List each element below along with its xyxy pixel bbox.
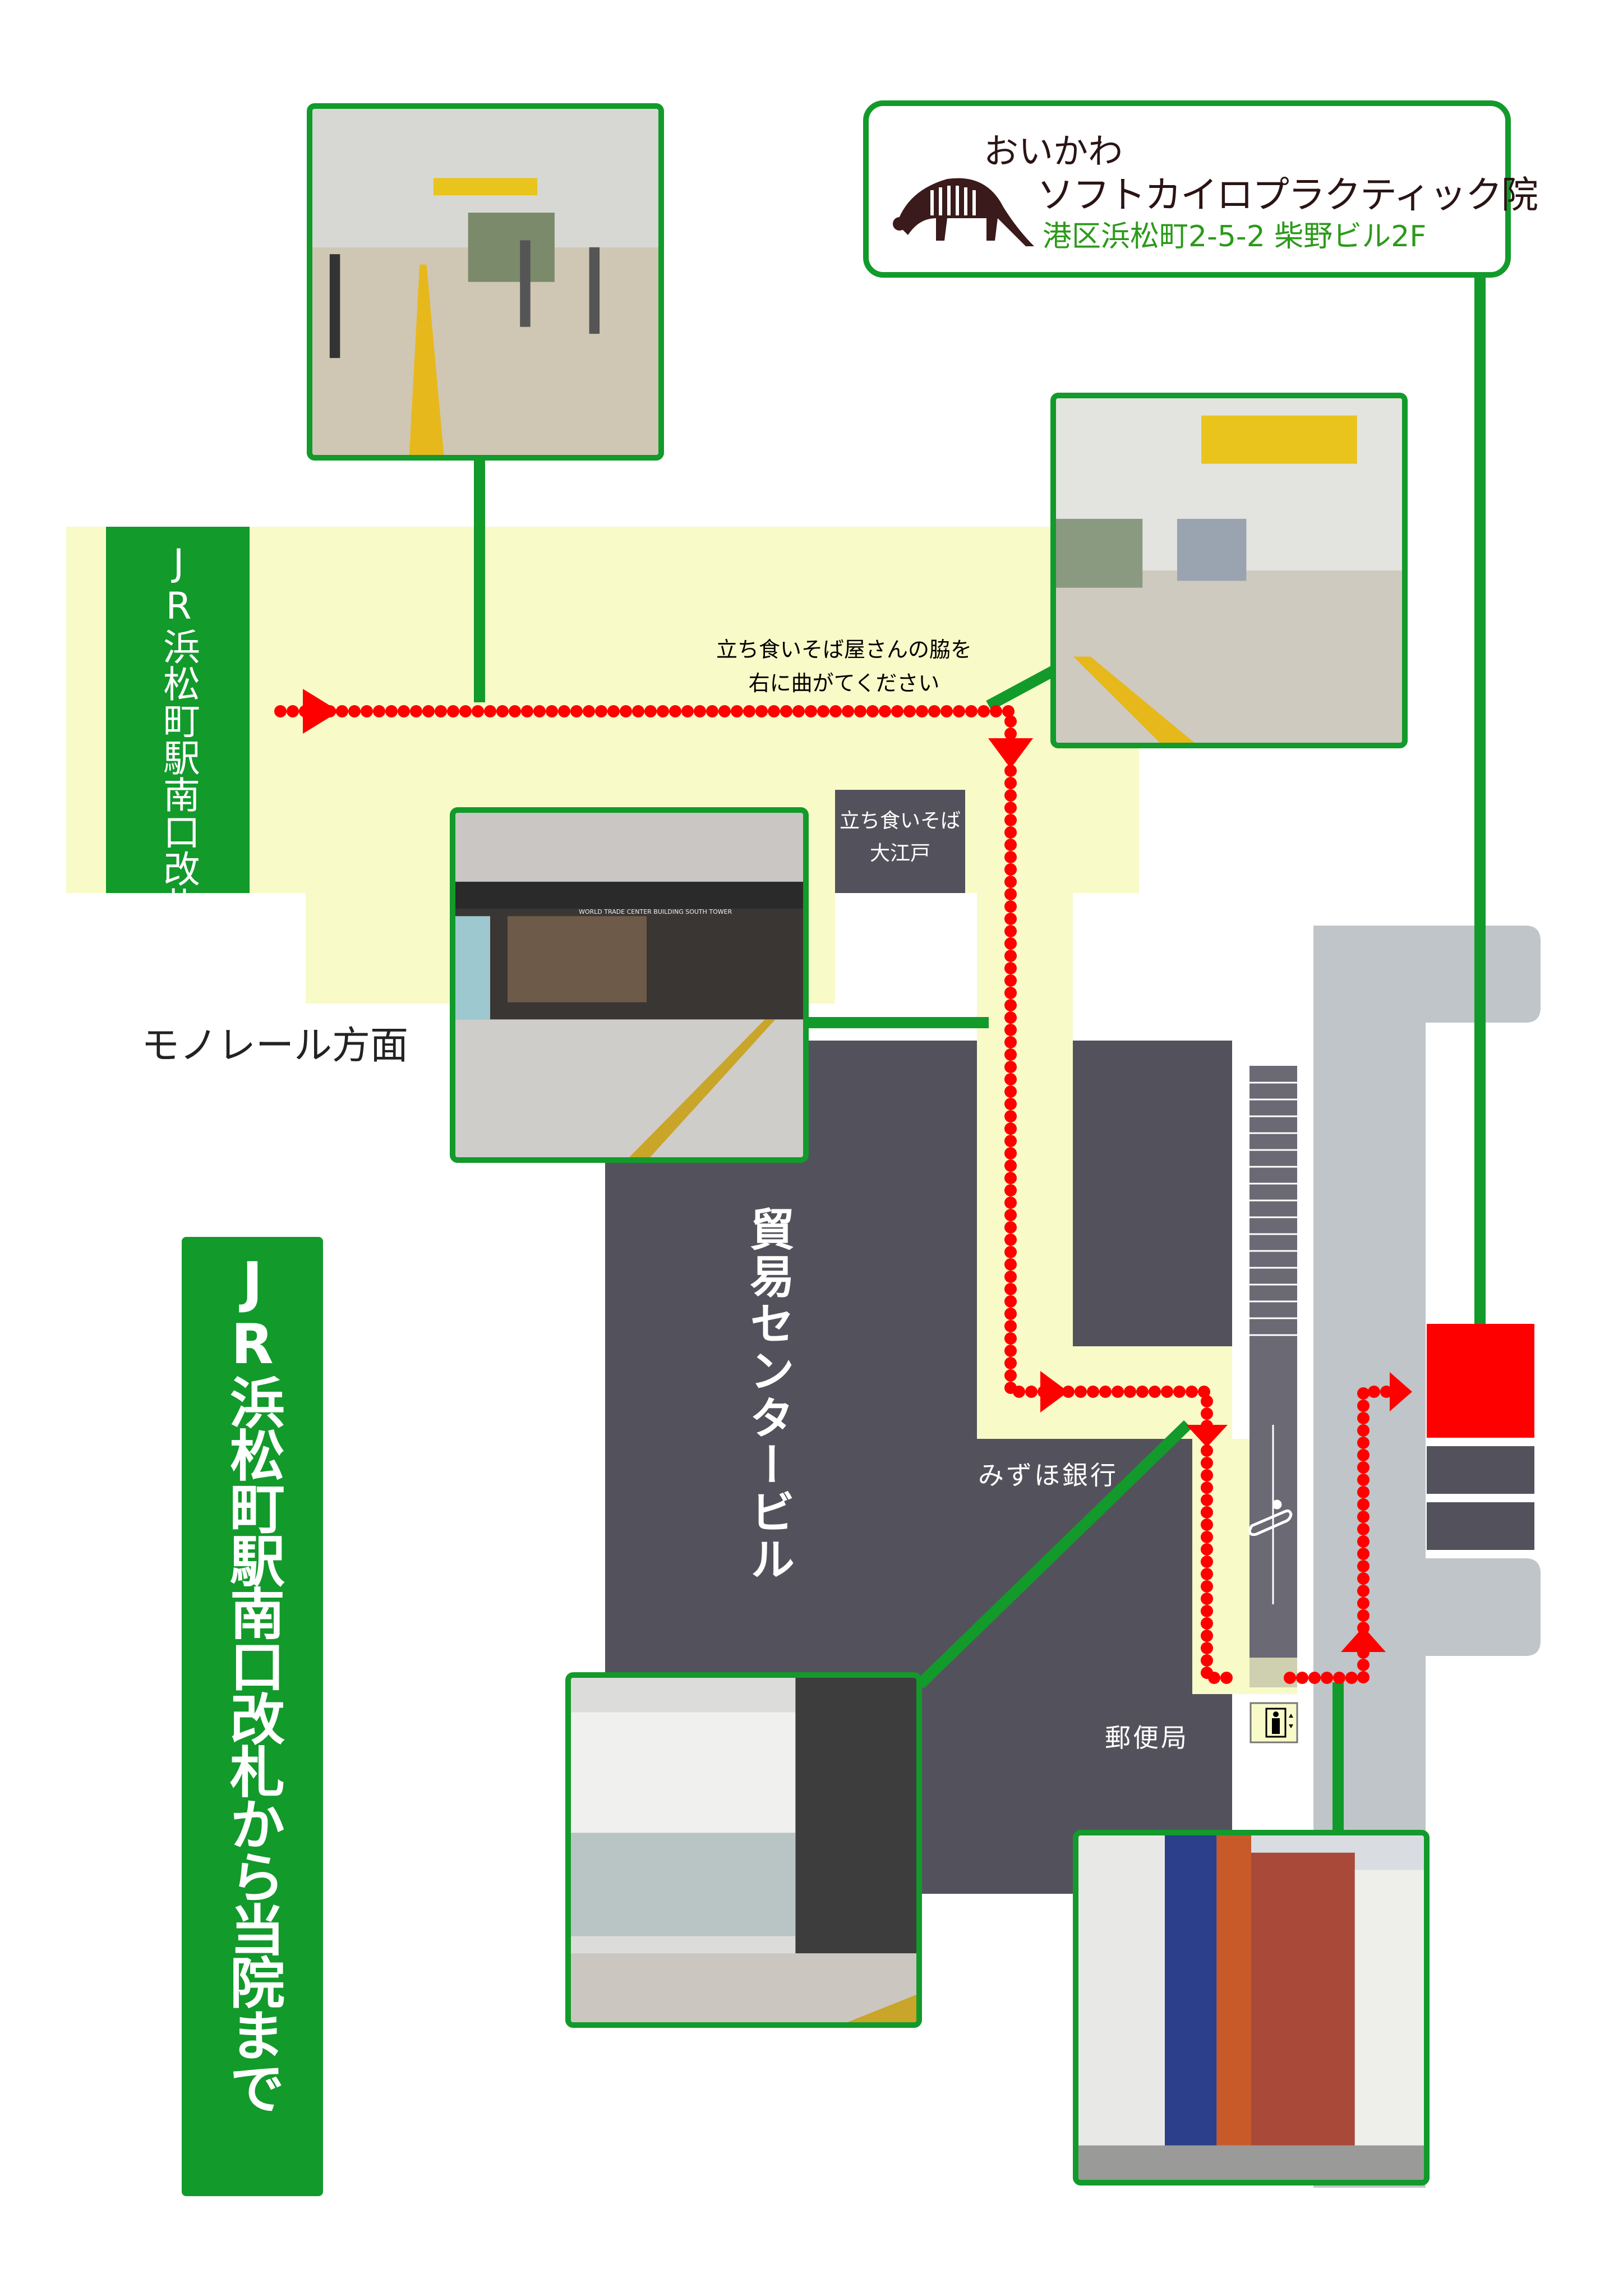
clinic-address: 港区浜松町2-5-2 柴野ビル2F: [1043, 220, 1427, 254]
direction-note-line1: 立ち食いそば屋さんの脇を: [716, 637, 972, 662]
wtc-sign-text: WORLD TRADE CENTER BUILDING SOUTH TOWER: [579, 908, 732, 915]
walking-route: [274, 705, 1393, 1684]
monorail-direction-label: モノレール方面: [141, 1024, 409, 1068]
photo-connectors: [474, 278, 1486, 1830]
soba-shop: [835, 790, 965, 893]
clinic-name-line1: おいかわ: [984, 131, 1123, 172]
soba-shop-label: 立ち食いそば 大江戸: [835, 805, 965, 870]
photo-trade-center-entrance: WORLD TRADE CENTER BUILDING SOUTH TOWER: [450, 807, 809, 1163]
mizuho-bank-label: みずほ銀行: [978, 1460, 1118, 1490]
neighbor-building: [1427, 1502, 1534, 1550]
clinic-name-line2: ソフトカイロプラクティック院: [1037, 173, 1538, 217]
clinic-info-box: おいかわ ソフトカイロプラクティック院 港区浜松町2-5-2 柴野ビル2F: [863, 100, 1538, 278]
building-block: [1073, 1041, 1232, 1346]
post-office-label: 郵便局: [1105, 1723, 1189, 1753]
escalator: [1248, 1066, 1297, 1658]
arrow-right-icon: [303, 689, 339, 734]
arrow-down-icon: [1186, 1425, 1228, 1447]
photo-station-concourse: [307, 103, 664, 461]
page-title: JR浜松町駅南口改札から当院まで: [220, 1251, 284, 2113]
direction-note-line2: 右に曲がてください: [748, 671, 940, 696]
route-arrows: [303, 689, 1412, 1652]
arrow-right-icon: [1390, 1372, 1412, 1411]
escalator-icon: [1248, 1499, 1293, 1536]
station-gate-sign: [106, 527, 250, 893]
passage-gap: [835, 893, 977, 1041]
title-banner: [182, 1237, 323, 2196]
soba-shop-name-line1: 立ち食いそば: [839, 809, 961, 832]
elevator-icon: [1249, 1702, 1298, 1743]
photo-street-view: [1073, 1830, 1430, 2185]
trade-center-label: 貿易センタービル: [743, 1206, 795, 1583]
arrow-up-icon: [1341, 1627, 1386, 1652]
soba-shop-name-line2: 大江戸: [869, 842, 930, 865]
station-gate-label: JR浜松町駅南口改札: [157, 541, 200, 924]
photo-stairs-exit: [565, 1672, 922, 2028]
direction-note: 立ち食いそば屋さんの脇を 右に曲がてください: [645, 633, 1043, 700]
photo-corridor-turn: [1050, 393, 1408, 748]
arrow-down-icon: [988, 738, 1033, 769]
neighbor-building: [1427, 1446, 1534, 1494]
clinic-building: [1427, 1324, 1534, 1438]
dinosaur-skeleton-logo: [893, 178, 1034, 246]
arrow-right-icon: [1040, 1371, 1068, 1412]
